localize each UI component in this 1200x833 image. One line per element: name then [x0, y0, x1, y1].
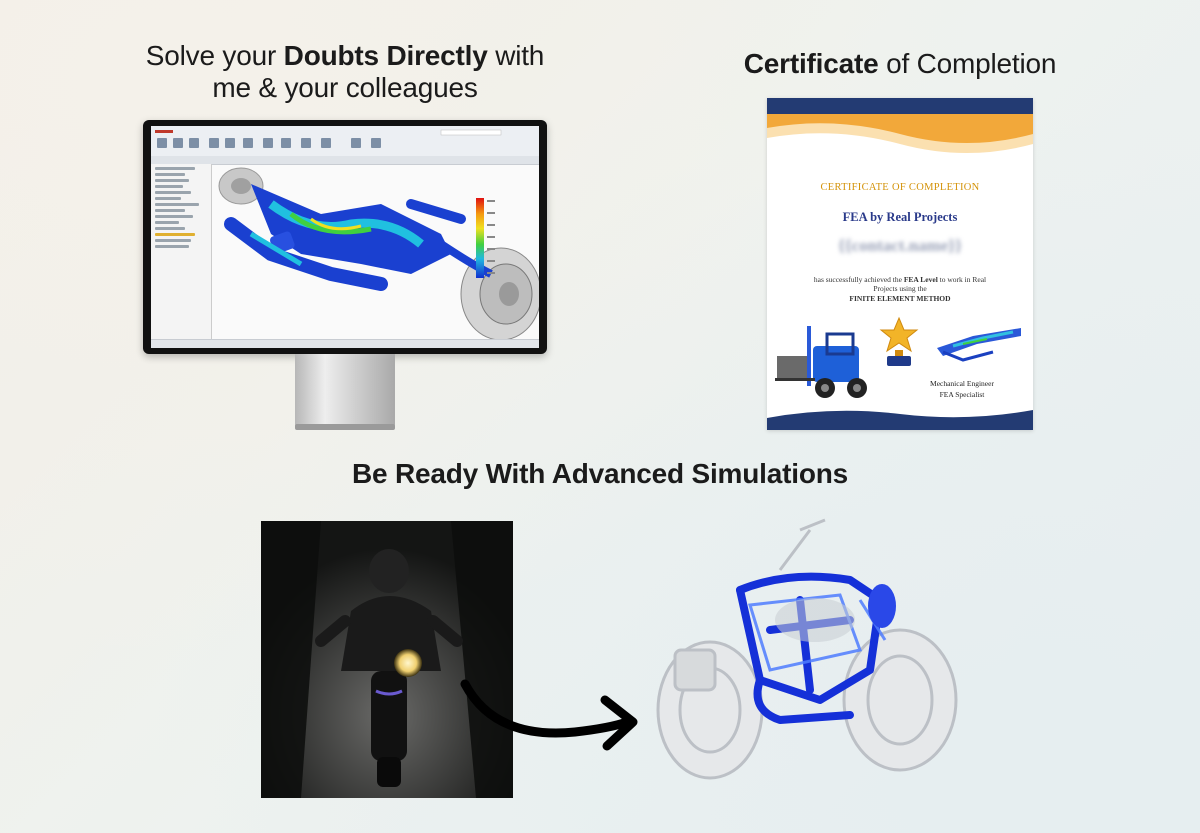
certificate-signature-title: Mechanical Engineer	[930, 379, 994, 388]
doubts-heading-post: with	[487, 40, 545, 71]
certificate-heading-bold: Certificate	[743, 48, 879, 79]
suspension-stress-model	[218, 167, 539, 340]
monitor-stand	[295, 354, 395, 428]
monitor-stand-base	[295, 424, 395, 430]
forklift-icon	[775, 326, 867, 398]
cad-statusbar	[151, 339, 539, 348]
certificate-card: CERTIFICATE OF COMPLETION FEA by Real Pr…	[767, 98, 1033, 430]
certificate-signature-role: FEA Specialist	[939, 390, 985, 399]
fea-frame-icon	[937, 328, 1021, 362]
stress-legend-bar	[476, 198, 484, 278]
motorcycle-rider-photo	[261, 521, 513, 798]
simulations-heading: Be Ready With Advanced Simulations	[351, 458, 848, 489]
certificate-body-line2: Projects using the	[873, 284, 927, 293]
certificate-body-bold: FEA Level	[903, 275, 938, 284]
cad-feature-tree	[151, 164, 212, 340]
doubts-heading-pre: Solve your	[145, 40, 284, 71]
trophy-star-icon	[879, 316, 919, 366]
motorcycle-fea-model	[656, 518, 958, 780]
certificate-heading: Certificate of Completion	[720, 48, 1080, 80]
certificate-method: FINITE ELEMENT METHOD	[849, 294, 951, 303]
certificate-heading-rest: of Completion	[878, 48, 1057, 79]
certificate-body-post: to work in Real	[937, 275, 987, 284]
doubts-heading-line2: me & your colleagues	[212, 72, 478, 103]
certificate-top-banner	[767, 98, 1033, 153]
certificate-title: CERTIFICATE OF COMPLETION	[820, 182, 980, 193]
curved-arrow-icon	[460, 679, 638, 751]
doubts-heading: Solve your Doubts Directly with me & you…	[115, 40, 575, 104]
certificate-bottom-banner	[767, 410, 1033, 430]
certificate-body-line1: has successfully achieved the FEA Level …	[767, 275, 1033, 284]
cad-software-screen	[151, 126, 539, 348]
certificate-body-pre: has successfully achieved the	[813, 275, 904, 284]
cad-tabbar	[151, 156, 539, 165]
monitor-display	[143, 120, 547, 354]
certificate-course: FEA by Real Projects	[842, 210, 958, 224]
doubts-heading-bold: Doubts Directly	[283, 40, 488, 71]
certificate-recipient-name: {{contact.name}}	[838, 236, 962, 255]
cad-toolbar	[151, 126, 539, 157]
